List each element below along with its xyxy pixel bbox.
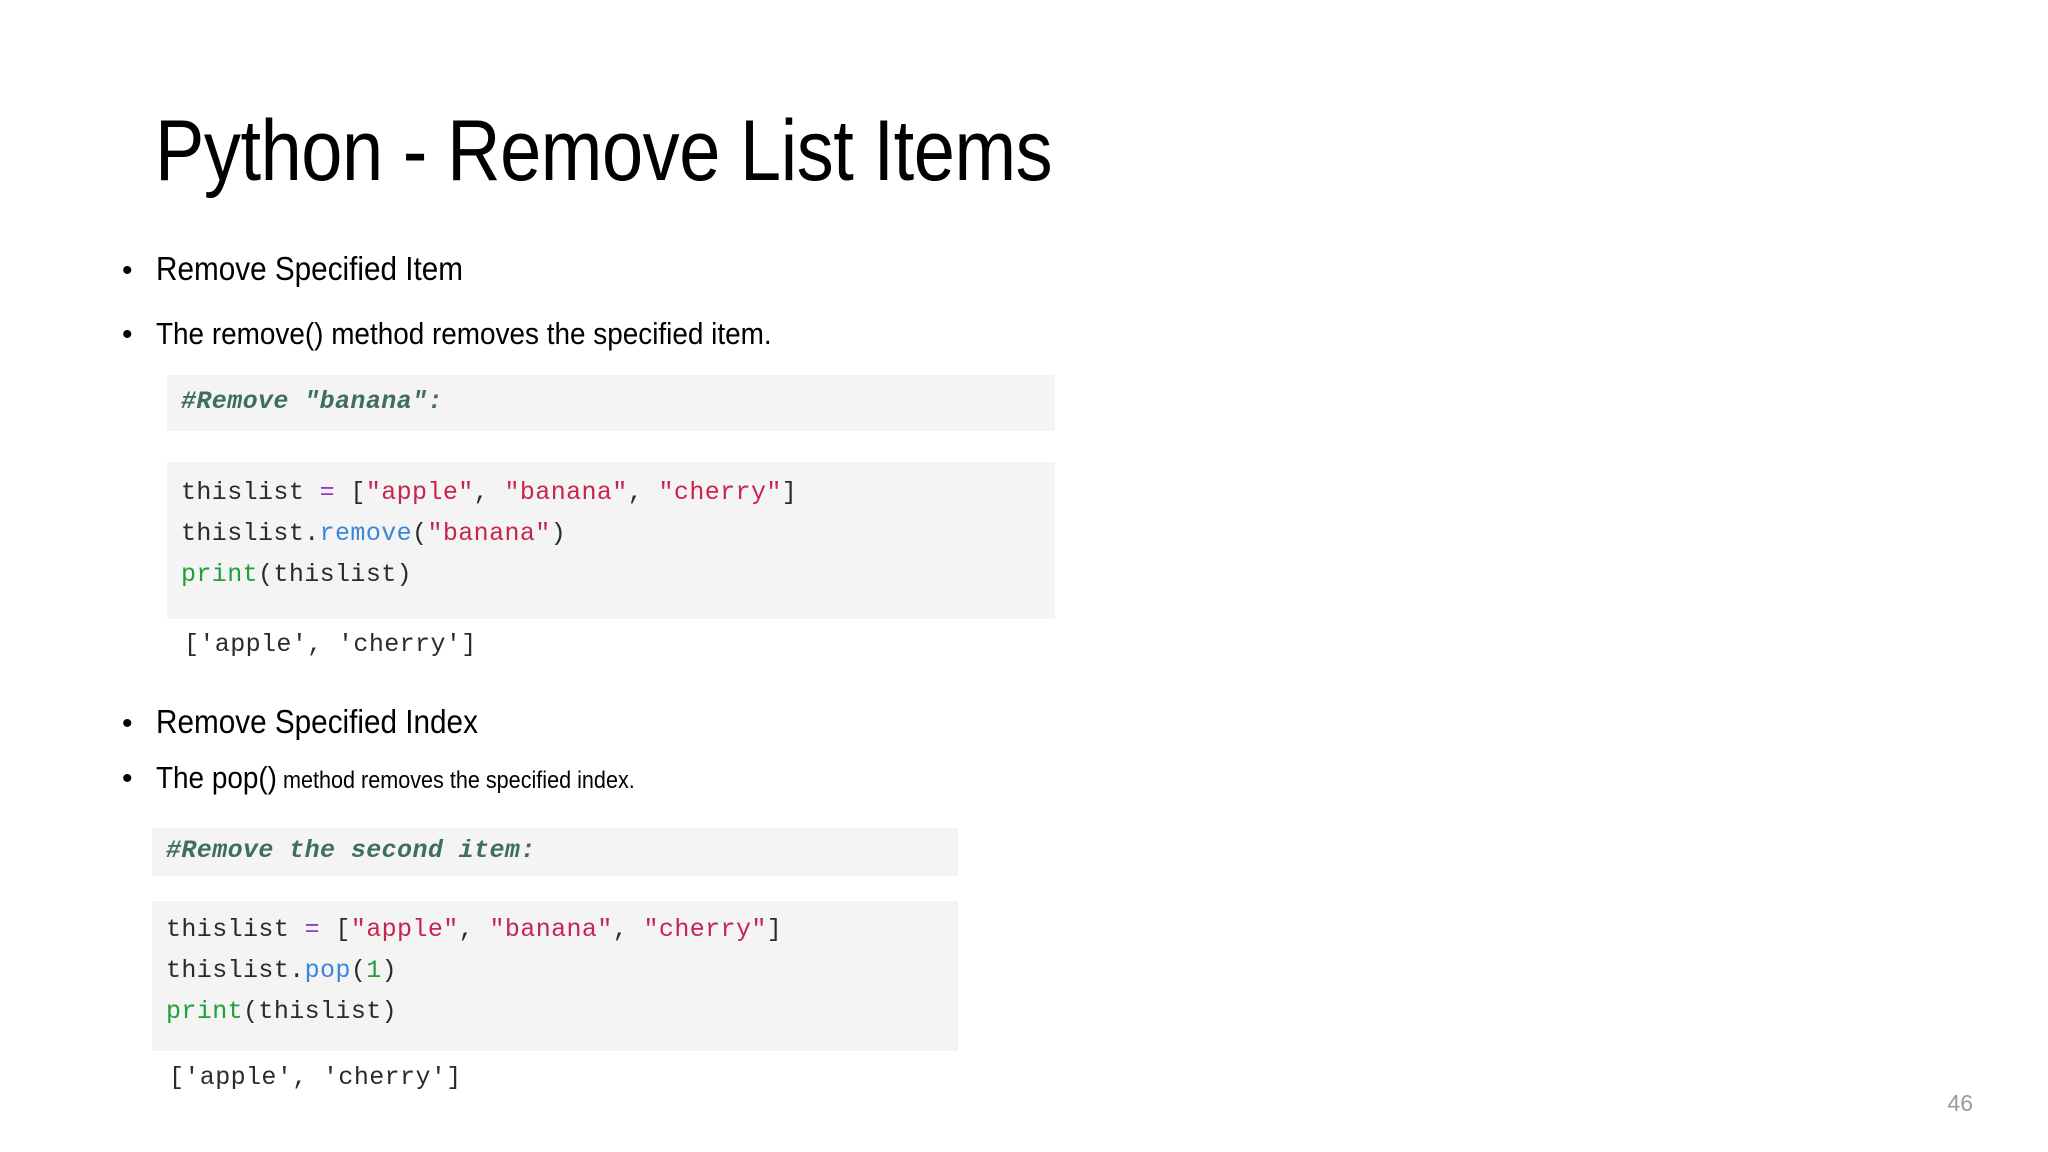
code-line: thislist.pop(1)	[166, 950, 958, 991]
code-token: "cherry"	[658, 478, 782, 507]
bullet-remove-method-description: • The remove() method removes the specif…	[122, 316, 840, 352]
code-token: remove	[319, 519, 413, 548]
bullet-marker-icon: •	[122, 762, 133, 795]
code-token: ]	[766, 915, 783, 944]
code-token: ,	[458, 915, 490, 944]
code-token: "cherry"	[643, 915, 767, 944]
code-output-2: ['apple', 'cherry']	[155, 1058, 669, 1106]
code-token: thislist.	[166, 956, 305, 985]
code-token: thislist	[166, 915, 305, 944]
code-token: ,	[473, 478, 505, 507]
slide-page-number: 46	[1947, 1090, 1973, 1116]
code-token: [	[320, 915, 351, 944]
code-token: )	[550, 519, 567, 548]
code-token: ]	[781, 478, 798, 507]
code-token: "apple"	[350, 915, 459, 944]
code-comment-block-2: #Remove the second item:	[152, 828, 958, 876]
bullet-remove-specified-index: • Remove Specified Index	[122, 703, 514, 741]
code-line: thislist.remove("banana")	[181, 513, 1055, 554]
output-line: ['apple', 'cherry']	[184, 630, 477, 659]
code-output-1: ['apple', 'cherry']	[170, 625, 684, 673]
code-token: ,	[627, 478, 659, 507]
bullet-marker-icon: •	[122, 318, 133, 351]
code-token: =	[304, 915, 321, 944]
code-token: )	[381, 956, 398, 985]
code-token: pop	[304, 956, 351, 985]
comment-line: #Remove the second item:	[166, 836, 536, 865]
page-title: Python - Remove List Items	[155, 103, 1053, 199]
code-token: "banana"	[427, 519, 551, 548]
bullet-remove-specified-item: • Remove Specified Item	[122, 250, 497, 288]
code-token: thislist.	[181, 519, 320, 548]
bullet-text: Remove Specified Item	[156, 250, 464, 287]
code-token: 1	[366, 956, 382, 985]
code-line: print(thislist)	[181, 554, 1055, 595]
bullet-marker-icon: •	[122, 707, 133, 740]
code-token: "apple"	[365, 478, 474, 507]
code-token: ,	[612, 915, 644, 944]
bullet-text: Remove Specified Index	[156, 703, 478, 740]
comment-line: #Remove "banana":	[181, 387, 443, 416]
code-token: (thislist)	[243, 997, 398, 1026]
code-token: (thislist)	[258, 560, 413, 589]
code-token: print	[166, 997, 244, 1026]
code-token: "banana"	[504, 478, 628, 507]
code-token: =	[319, 478, 336, 507]
code-token: "banana"	[489, 915, 613, 944]
bullet-text-lead: The pop()	[156, 760, 277, 795]
code-token: thislist	[181, 478, 320, 507]
code-comment-block-1: #Remove "banana":	[167, 375, 1055, 431]
bullet-text: The remove() method removes the specifie…	[156, 316, 772, 351]
bullet-marker-icon: •	[122, 254, 133, 287]
code-block-2: thislist = ["apple", "banana", "cherry"]…	[152, 901, 958, 1051]
code-token: (	[412, 519, 428, 548]
output-line: ['apple', 'cherry']	[169, 1063, 462, 1092]
code-token: [	[335, 478, 366, 507]
bullet-text: The pop() method removes the specified i…	[156, 760, 635, 796]
code-line: thislist = ["apple", "banana", "cherry"]	[166, 909, 958, 950]
code-token: print	[181, 560, 259, 589]
code-line: print(thislist)	[166, 991, 958, 1032]
bullet-text-rest: method removes the specified index.	[276, 767, 635, 794]
code-block-1: thislist = ["apple", "banana", "cherry"]…	[167, 462, 1055, 619]
code-token: (	[350, 956, 367, 985]
code-line: thislist = ["apple", "banana", "cherry"]	[181, 472, 1055, 513]
bullet-pop-method-description: • The pop() method removes the specified…	[122, 760, 688, 796]
